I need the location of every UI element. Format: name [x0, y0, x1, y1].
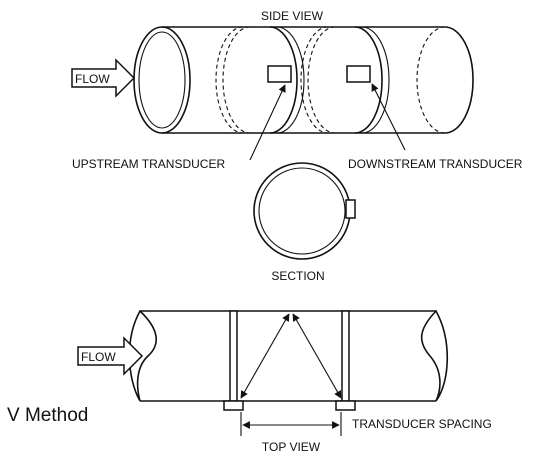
top-downstream-clamp — [341, 310, 350, 402]
v-path-leg-2 — [292, 313, 342, 399]
side-view-label: SIDE VIEW — [261, 9, 324, 23]
top-downstream-transducer — [335, 400, 356, 411]
upstream-leader — [249, 84, 286, 161]
side-pipe-front-inner — [138, 31, 186, 129]
side-pipe-front-end — [133, 26, 191, 134]
downstream-band-front — [354, 26, 383, 134]
top-upstream-clamp — [229, 310, 238, 402]
section-outer-circle — [253, 162, 351, 260]
top-upstream-transducer — [223, 400, 244, 411]
downstream-transducer-block — [346, 65, 371, 83]
transducer-spacing-label: TRANSDUCER SPACING — [352, 417, 492, 431]
side-pipe-body — [162, 26, 474, 134]
flow-arrow-bottom: FLOW — [77, 336, 144, 376]
upstream-band-hidden-2 — [215, 26, 244, 134]
section-inner-circle — [258, 167, 346, 255]
section-transducer-block — [345, 199, 356, 219]
upstream-band-hidden — [222, 26, 251, 134]
flow-arrow-top: FLOW — [71, 58, 136, 98]
flow-label-bottom: FLOW — [81, 350, 116, 364]
downstream-transducer-label: DOWNSTREAM TRANSDUCER — [348, 157, 523, 171]
top-view-label: TOP VIEW — [262, 440, 321, 454]
section-label: SECTION — [271, 269, 324, 283]
section-view: SECTION — [253, 162, 356, 283]
top-view: FLOW TRANSDUCER SPACING TOP VIEW — [77, 309, 492, 454]
upstream-transducer-label: UPSTREAM TRANSDUCER — [72, 157, 225, 171]
downstream-band-hidden-2 — [300, 26, 329, 134]
flow-label-top: FLOW — [75, 72, 110, 86]
side-pipe-back-end — [416, 26, 446, 134]
v-path-leg-1 — [240, 313, 290, 399]
method-title: V Method — [7, 405, 88, 426]
upstream-band-front-2 — [276, 26, 305, 134]
upstream-transducer-block — [267, 65, 292, 83]
downstream-band-front-2 — [361, 26, 390, 134]
side-view: SIDE VIEW FLOW UPSTREAM TRANSDUCER DOWNS… — [71, 9, 523, 171]
top-pipe-right-break — [420, 309, 449, 402]
downstream-band-hidden — [307, 26, 336, 134]
upstream-band-front — [269, 26, 298, 134]
downstream-leader — [371, 83, 406, 151]
